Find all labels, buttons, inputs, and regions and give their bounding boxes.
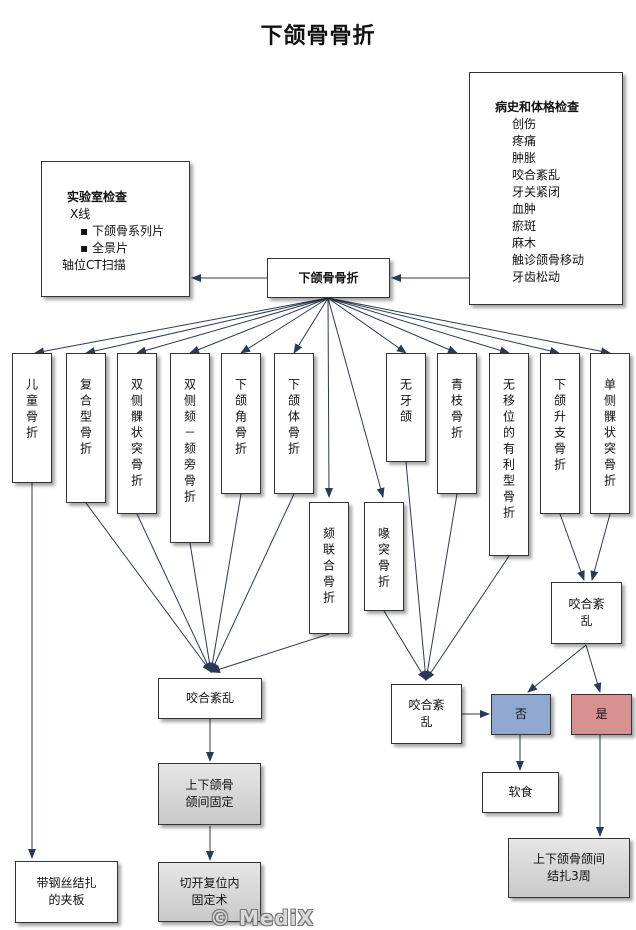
decision-yes-label: 是 (595, 707, 608, 721)
decision-no: 否 (491, 694, 551, 735)
lab-exam-box: 实验室检查 X线 ▪ 下颌骨系列片 ▪ 全景片 轴位CT扫描 (41, 161, 190, 297)
fracture-bilateral-chin: 双侧颏－颏旁骨折 (170, 353, 210, 543)
history-item: 咬合紊乱 (512, 168, 561, 182)
lab-bullet-text: 下颌骨系列片 (91, 224, 164, 238)
occlusion-label: 咬合紊乱 (408, 698, 445, 729)
occlusion-label: 咬合紊乱 (185, 691, 234, 705)
fracture-label: 青枝骨折 (449, 378, 464, 442)
history-item: 肿胀 (512, 151, 537, 165)
fracture-label: 双侧颏－颏旁骨折 (182, 378, 197, 506)
treatment-splint: 带钢丝结扎的夹板 (15, 861, 118, 923)
lab-ct: 轴位CT扫描 (62, 258, 126, 272)
treatment-ivf: 上下颌骨颌间固定 (158, 763, 261, 825)
treatment-label: 带钢丝结扎的夹板 (36, 876, 97, 907)
fracture-label: 喙突骨折 (376, 527, 391, 591)
occlusion-label: 咬合紊乱 (568, 597, 605, 628)
fracture-label: 双侧髁状突骨折 (129, 378, 144, 490)
occlusion-middle: 咬合紊乱 (391, 684, 462, 744)
treatment-label: 切开复位内固定术 (179, 876, 240, 907)
treatment-orif: 切开复位内固定术 (158, 862, 261, 922)
history-item: 触诊颌骨移动 (512, 253, 585, 267)
fracture-label: 单侧髁状突骨折 (602, 378, 617, 490)
fracture-label: 下颌升支骨折 (552, 378, 567, 474)
treatment-ivf-3weeks: 上下颌骨颌间结扎3周 (508, 838, 630, 898)
fracture-label: 下颌体骨折 (286, 378, 301, 458)
treatment-label: 软食 (508, 785, 533, 799)
occlusion-right: 咬合紊乱 (551, 582, 622, 644)
center-node: 下颌骨骨折 (267, 258, 390, 298)
page-title: 下颌骨骨折 (260, 24, 376, 49)
history-item: 麻木 (512, 236, 537, 250)
fracture-label: 儿童骨折 (24, 378, 39, 442)
occlusion-left: 咬合紊乱 (158, 678, 262, 719)
history-item: 血肿 (512, 202, 537, 216)
fracture-label: 复合型骨折 (78, 378, 93, 458)
lab-bullet-text: 全景片 (91, 241, 128, 255)
fracture-children: 儿童骨折 (12, 353, 52, 483)
fracture-body: 下颌体骨折 (274, 353, 314, 494)
fracture-symphysis: 颏联合骨折 (309, 502, 349, 634)
lab-exam-heading: 实验室检查 (67, 190, 128, 204)
treatment-label: 上下颌骨颌间结扎3周 (532, 852, 605, 883)
center-node-label: 下颌骨骨折 (298, 270, 359, 285)
fracture-ramus: 下颌升支骨折 (540, 353, 580, 514)
decision-no-label: 否 (514, 707, 527, 721)
history-exam-box: 病史和体格检查 创伤 疼痛 肿胀 咬合紊乱 牙关紧闭 血肿 瘀斑 麻木 触诊颌骨… (469, 72, 623, 305)
treatment-label: 上下颌骨颌间固定 (185, 778, 234, 809)
lab-bullet: ▪ 全景片 (80, 241, 128, 255)
fracture-greenstick: 青枝骨折 (437, 353, 477, 494)
lab-xray: X线 (70, 207, 91, 221)
history-item: 创伤 (512, 117, 537, 131)
fracture-compound: 复合型骨折 (66, 353, 106, 503)
fracture-label: 下颌角骨折 (233, 378, 248, 458)
fracture-coronoid: 喙突骨折 (364, 502, 404, 611)
fracture-bilateral-condylar: 双侧髁状突骨折 (117, 353, 157, 514)
history-item: 疼痛 (512, 134, 537, 148)
fracture-label: 无移位的有利型骨折 (501, 378, 516, 522)
treatment-soft-diet: 软食 (482, 772, 559, 813)
fracture-nondisplaced: 无移位的有利型骨折 (489, 353, 529, 556)
fracture-label: 无牙颌 (398, 378, 413, 426)
history-item: 牙关紧闭 (512, 185, 561, 199)
fracture-unilateral-condylar: 单侧髁状突骨折 (590, 353, 630, 514)
decision-yes: 是 (571, 694, 632, 735)
fracture-edentulous: 无牙颌 (386, 353, 426, 462)
history-item: 瘀斑 (512, 219, 537, 233)
history-item: 牙齿松动 (512, 270, 561, 284)
fracture-label: 颏联合骨折 (321, 527, 336, 607)
watermark: © MediX (210, 906, 315, 930)
history-exam-heading: 病史和体格检查 (495, 100, 580, 114)
lab-bullet: ▪ 下颌骨系列片 (80, 224, 164, 238)
fracture-angle: 下颌角骨折 (221, 353, 261, 494)
